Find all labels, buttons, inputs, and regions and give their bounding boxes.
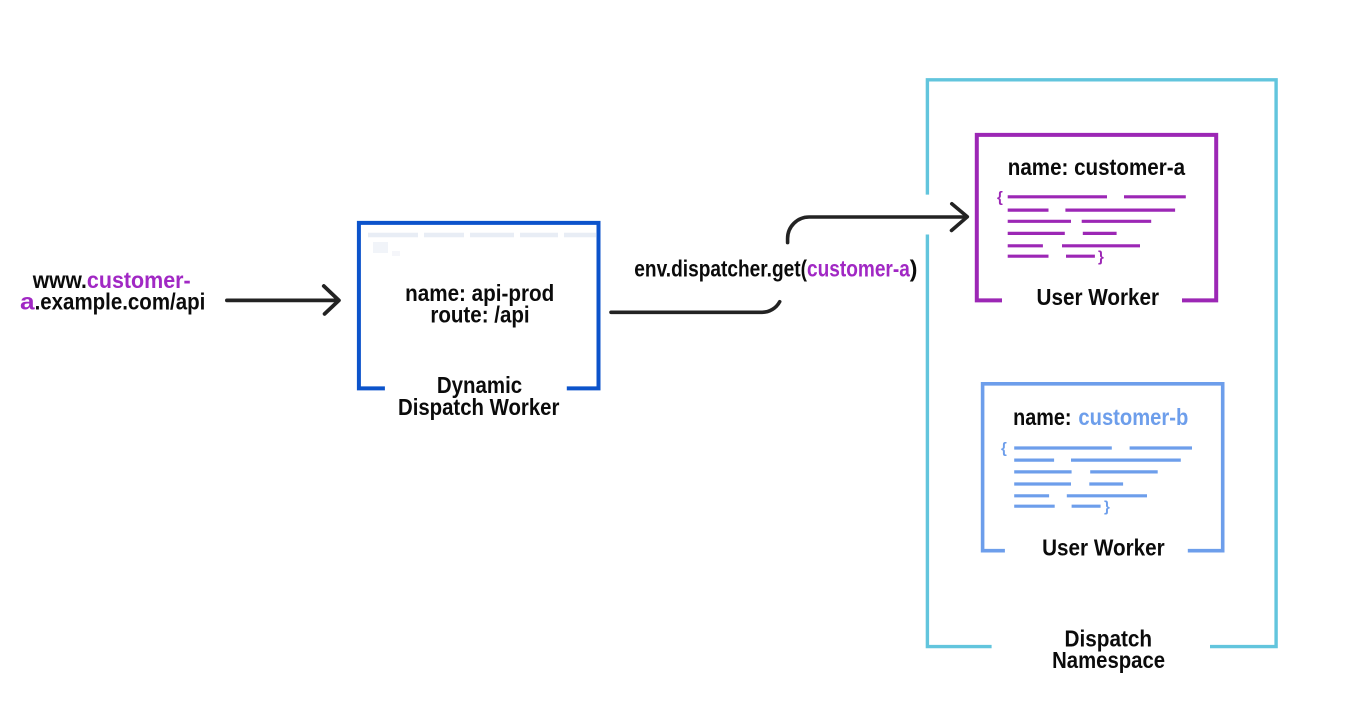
svg-text:}: } bbox=[1098, 249, 1104, 266]
svg-text:name: customer-a: name: customer-a bbox=[1008, 154, 1185, 180]
svg-text:Namespace: Namespace bbox=[1052, 647, 1165, 673]
svg-text:www.: www. bbox=[32, 267, 87, 293]
svg-text:}: } bbox=[1104, 499, 1110, 516]
svg-text:User Worker: User Worker bbox=[1037, 284, 1160, 310]
svg-text:customer-: customer- bbox=[87, 267, 191, 293]
svg-text:{: { bbox=[997, 189, 1003, 206]
svg-text:): ) bbox=[910, 256, 918, 282]
svg-text:Dispatch Worker: Dispatch Worker bbox=[398, 394, 559, 420]
svg-text:env.dispatcher.get(: env.dispatcher.get( bbox=[634, 256, 807, 282]
svg-text:a: a bbox=[20, 289, 35, 315]
svg-text:customer-b: customer-b bbox=[1078, 404, 1188, 430]
svg-text:name:: name: bbox=[1013, 404, 1071, 430]
svg-text:Dispatch: Dispatch bbox=[1065, 626, 1153, 652]
svg-text:customer-a: customer-a bbox=[807, 256, 910, 282]
svg-text:route: /api: route: /api bbox=[430, 301, 529, 327]
svg-text:{: { bbox=[1001, 440, 1007, 457]
svg-text:.example.com/api: .example.com/api bbox=[35, 289, 206, 315]
svg-text:Dynamic: Dynamic bbox=[437, 372, 522, 398]
svg-text:name: api-prod: name: api-prod bbox=[405, 280, 554, 306]
svg-text:User Worker: User Worker bbox=[1042, 535, 1165, 561]
